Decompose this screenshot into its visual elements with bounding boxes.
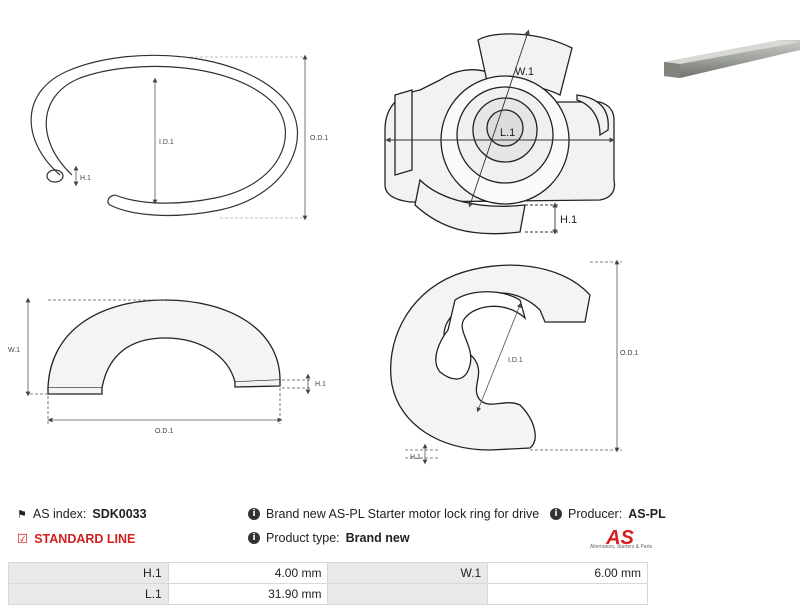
arc-od-label: O.D.1 — [155, 428, 173, 435]
assembly-l-label: L.1 — [500, 127, 515, 139]
info-icon: i — [550, 508, 562, 520]
product-photo — [664, 40, 800, 78]
spec-value: 6.00 mm — [487, 562, 648, 584]
clip-h-label: H.1 — [410, 454, 421, 461]
product-type-label: Product type: — [266, 531, 340, 545]
arc-h-label: H.1 — [315, 381, 326, 388]
product-info: ⚑ AS index: SDK0033 i Brand new AS-PL St… — [0, 500, 800, 555]
spec-value: 31.90 mm — [167, 583, 329, 605]
description: i Brand new AS-PL Starter motor lock rin… — [248, 507, 539, 521]
assembly-h-label: H.1 — [560, 214, 577, 226]
spec-value — [487, 583, 648, 605]
specs-table: H.1 4.00 mm W.1 6.00 mm L.1 31.90 mm — [8, 562, 648, 605]
spec-value: 4.00 mm — [167, 562, 329, 584]
ring-h-label: H.1 — [80, 175, 91, 182]
clip-od-label: O.D.1 — [620, 350, 638, 357]
producer-label: Producer: — [568, 507, 623, 521]
ring-id-label: I.D.1 — [159, 139, 174, 146]
standard-line-label: STANDARD LINE — [34, 531, 136, 546]
tag-icon: ⚑ — [17, 508, 27, 521]
product-type-value: Brand new — [345, 531, 410, 545]
producer: i Producer: AS-PL — [550, 507, 666, 521]
as-index: ⚑ AS index: SDK0033 — [17, 507, 147, 521]
producer-value: AS-PL — [628, 507, 666, 521]
as-index-value: SDK0033 — [92, 507, 147, 521]
as-logo: AS — [605, 527, 634, 549]
ring-drawing — [30, 54, 308, 221]
as-index-label: AS index: — [32, 507, 87, 521]
standard-line: ☑ STANDARD LINE — [17, 531, 135, 546]
clip-id-label: I.D.1 — [508, 357, 523, 364]
logo-tagline: Alternators, Starters & Parts — [589, 544, 653, 550]
spec-label — [327, 583, 489, 605]
technical-drawing: I.D.1 O.D.1 H.1 W.1 L.1 H.1 — [8, 29, 638, 465]
product-type: i Product type: Brand new — [248, 531, 410, 545]
arc-w-label: W.1 — [8, 347, 20, 354]
arc-drawing — [47, 299, 281, 395]
assembly-w-label: W.1 — [515, 66, 534, 78]
spec-label: L.1 — [8, 583, 169, 605]
checkbox-icon: ☑ — [17, 531, 29, 546]
logo-text: AS — [605, 527, 634, 549]
clip-drawing — [390, 264, 591, 451]
description-text: Brand new AS-PL Starter motor lock ring … — [266, 507, 540, 521]
table-row: H.1 4.00 mm W.1 6.00 mm — [8, 562, 648, 584]
ring-od-label: O.D.1 — [310, 135, 328, 142]
info-icon: i — [248, 532, 260, 544]
spec-label: W.1 — [327, 562, 489, 584]
table-row: L.1 31.90 mm — [8, 583, 648, 605]
spec-label: H.1 — [8, 562, 169, 584]
info-icon: i — [248, 508, 260, 520]
